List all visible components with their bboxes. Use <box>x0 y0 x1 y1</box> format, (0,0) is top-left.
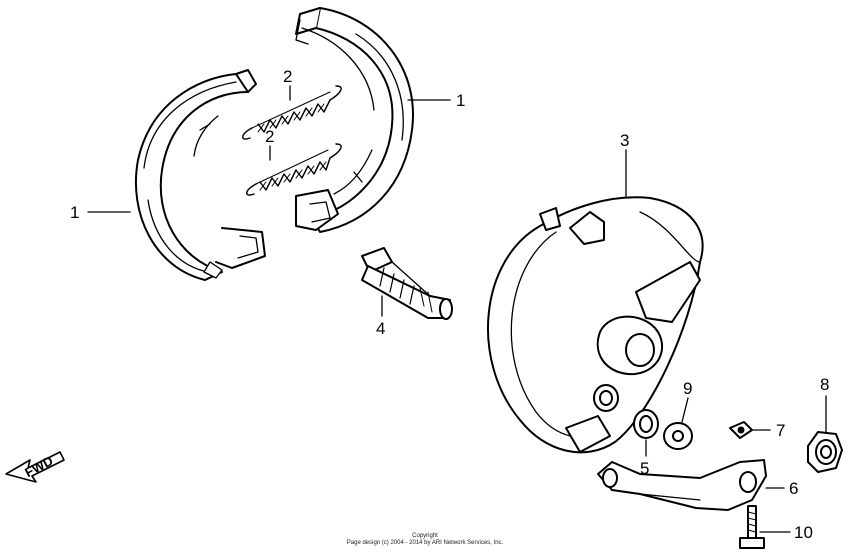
callout-9: 9 <box>683 379 692 398</box>
bolt[interactable] <box>739 505 765 549</box>
spring-bottom[interactable] <box>246 143 342 196</box>
callout-8: 8 <box>820 375 829 394</box>
nut[interactable] <box>807 431 843 473</box>
callout-7: 7 <box>776 421 785 440</box>
callout-6: 6 <box>789 479 798 498</box>
fwd-label: FWD <box>22 453 55 480</box>
callout-2-top: 2 <box>283 67 292 86</box>
callout-10: 10 <box>794 523 813 542</box>
callout-1-left: 1 <box>70 203 79 222</box>
callout-4: 4 <box>376 319 385 338</box>
leader-lines <box>87 85 827 533</box>
brake-cam[interactable] <box>361 247 453 320</box>
copyright-line-1: Copyright <box>412 533 438 539</box>
callout-2-bottom: 2 <box>265 127 274 146</box>
brake-arm[interactable] <box>597 459 767 511</box>
wear-indicator[interactable] <box>729 421 753 439</box>
callout-5: 5 <box>640 459 649 478</box>
brake-shoe-right[interactable] <box>295 7 414 233</box>
fwd-arrow-icon <box>5 451 65 483</box>
callout-1-right: 1 <box>456 91 465 110</box>
brake-shoe-left[interactable] <box>134 69 266 281</box>
washer[interactable] <box>663 422 693 450</box>
spring-top[interactable] <box>242 85 342 140</box>
callout-3: 3 <box>620 131 629 150</box>
brake-panel[interactable] <box>486 196 704 454</box>
dust-seal[interactable] <box>633 409 659 439</box>
copyright-line-2: Page design (c) 2004 - 2014 by ARI Netwo… <box>346 540 504 546</box>
